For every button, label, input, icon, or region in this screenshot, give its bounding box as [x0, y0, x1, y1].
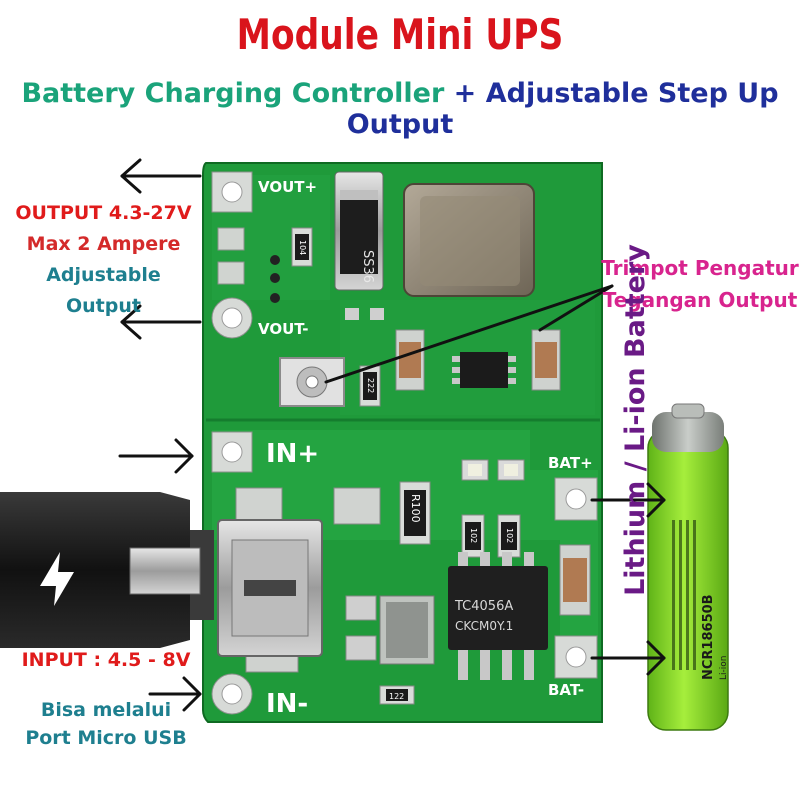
resistor-r100: R100: [399, 481, 431, 545]
label-bat-minus: BAT-: [548, 681, 584, 699]
diode-marking: SS36: [360, 250, 375, 283]
arrow-battery-plus: [590, 482, 666, 518]
smd-pad: [345, 595, 377, 621]
smd-pad: [235, 487, 283, 525]
label-in-minus: IN-: [266, 689, 308, 719]
via-hole: [270, 255, 280, 265]
smd-pad: [370, 308, 384, 320]
subtitle-plus: +: [444, 78, 486, 109]
label-vout-plus: VOUT+: [258, 178, 317, 196]
trimpot: [279, 357, 345, 407]
resistor-122-marking: 122: [389, 692, 404, 701]
label-bat-plus: BAT+: [548, 454, 593, 472]
resistor-222: 222: [359, 365, 381, 407]
smd-pad: [217, 261, 245, 285]
input-via: Bisa melalui: [40, 699, 172, 721]
trimpot-label-line-1: Trimpot Pengatur: [601, 256, 799, 280]
boost-ic: [452, 352, 516, 388]
arrow-input-top: [118, 438, 194, 474]
arrow-output-bottom: [120, 304, 202, 340]
output-label: OUTPUT 4.3-27V Max 2 Ampere Adjustable O…: [6, 198, 201, 322]
resistor-122: 122: [379, 685, 415, 705]
smd-pad: [345, 635, 377, 661]
resistor-102a: 102: [461, 514, 485, 558]
pad-vout-minus: [211, 297, 253, 339]
output-voltage: OUTPUT 4.3-27V: [15, 202, 192, 224]
cell-model: NCR18650B: [701, 594, 716, 680]
inductor: [403, 183, 535, 297]
subtitle-part-1: Battery Charging Controller: [21, 78, 445, 109]
micro-usb-port: [217, 519, 323, 657]
pad-in-minus: [211, 673, 253, 715]
smd-pad: [217, 227, 245, 251]
label-in-plus: IN+: [266, 439, 319, 469]
lightning-icon: [40, 552, 74, 606]
trimpot-label: Trimpot Pengatur Tegangan Output: [600, 252, 800, 316]
resistor-104-marking: 104: [298, 240, 307, 255]
pad-in-plus: [211, 431, 253, 473]
arrow-battery-minus: [590, 640, 666, 676]
battery-cell: NCR18650B Li-ion: [647, 403, 729, 731]
resistor-102b: 102: [497, 514, 521, 558]
capacitor-bat: [559, 544, 591, 616]
arrow-output-top: [120, 158, 202, 194]
cell-brand: Li-ion: [719, 656, 729, 680]
label-vout-minus: VOUT-: [258, 320, 309, 338]
output-adjustable: Adjustable Output: [46, 264, 161, 317]
trimpot-label-line-2: Tegangan Output: [602, 288, 798, 312]
resistor-222-marking: 222: [366, 378, 375, 393]
input-label: INPUT : 4.5 - 8V Bisa melalui Port Micro…: [0, 646, 212, 752]
smd-pad: [333, 487, 381, 525]
arrow-trimpot: [324, 284, 614, 384]
arrow-input-bottom: [148, 676, 202, 712]
resistor-r100-marking: R100: [409, 494, 422, 523]
pad-vout-plus: [211, 171, 253, 213]
capacitor-right: [531, 329, 561, 391]
page-subtitle: Battery Charging Controller + Adjustable…: [0, 78, 800, 140]
output-current: Max 2 Ampere: [26, 233, 181, 255]
via-hole: [270, 293, 280, 303]
charger-ic-name: TC4056A: [454, 599, 513, 614]
capacitor-left: [395, 329, 425, 391]
page-title: Module Mini UPS: [236, 10, 564, 59]
pad-bat-plus: [554, 477, 598, 521]
charger-ic: TC4056A CKCM0Y.1: [448, 552, 548, 680]
resistor-102a-marking: 102: [469, 528, 478, 543]
input-voltage: INPUT : 4.5 - 8V: [21, 649, 191, 671]
via-hole: [270, 273, 280, 283]
smd-pad: [345, 308, 359, 320]
pad-bat-minus: [554, 635, 598, 679]
charger-ic-code: CKCM0Y.1: [455, 619, 513, 633]
battery-label: Lithium / Li-ion Battery: [620, 244, 651, 596]
diode-ss36: SS36: [334, 171, 384, 291]
subtitle-part-2: Adjustable Step Up Output: [346, 78, 779, 140]
usb-cable: [0, 492, 214, 648]
resistor-104: 104: [291, 227, 313, 267]
input-port: Port Micro USB: [25, 727, 187, 749]
resistor-102b-marking: 102: [505, 528, 514, 543]
